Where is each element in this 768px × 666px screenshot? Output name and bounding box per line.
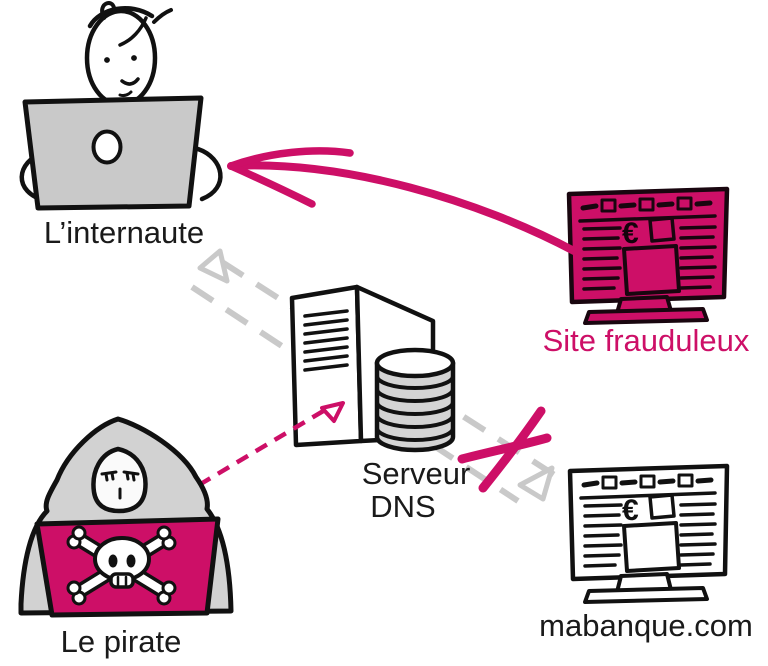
poison-dashed-line [197, 408, 327, 487]
internaute-figure [19, 1, 223, 211]
dns-server-label-line1: Serveur [362, 456, 471, 491]
user-right-eye [131, 55, 137, 61]
arrowhead-to-server-icon [320, 401, 345, 423]
redirect-arrow-body [227, 161, 578, 255]
user-mouth [120, 77, 140, 86]
arrowhead-to-bank-icon [517, 465, 555, 502]
redirect-arrowhead-lower-barb [227, 162, 316, 208]
server-vent-lines [303, 309, 349, 372]
user-right-arm [195, 146, 223, 202]
fraud-stand-base [583, 307, 709, 325]
pirate-figure [18, 416, 234, 618]
blocked-path-x-icon [457, 406, 552, 493]
redirect-arrow [227, 147, 578, 255]
user-hair [87, 1, 173, 47]
database-cylinder-top [374, 347, 456, 379]
user-head [84, 8, 158, 108]
fraud-site-monitor: € [566, 186, 730, 325]
bank-euro-symbol: € [622, 494, 639, 527]
database-disc-lines [375, 374, 455, 442]
pirate-face [91, 446, 148, 514]
skull-crossbones-icon [66, 525, 177, 606]
arrowhead-to-user-icon [197, 248, 230, 284]
user-left-eye [104, 57, 110, 63]
bank-site-label: mabanque.com [539, 608, 753, 643]
internaute-label: L’internaute [44, 215, 204, 250]
pirate-label: Le pirate [61, 624, 182, 659]
user-chin-line [118, 90, 133, 98]
bank-site-monitor: € [567, 463, 730, 604]
fraud-screen-sketch [578, 196, 717, 296]
laptop-logo-icon [91, 129, 123, 165]
fraud-site-label: Site frauduleux [543, 323, 750, 358]
dashed-line-lower [190, 284, 520, 504]
pirate-face-marks [100, 470, 140, 500]
redirect-arrowhead-upper-barb [227, 147, 354, 170]
fraud-euro-symbol: € [622, 217, 639, 250]
dns-server-label-line2: DNS [370, 489, 435, 524]
bank-screen-sketch [579, 473, 717, 573]
bank-stand-base [583, 586, 709, 604]
dns-server-figure [289, 284, 456, 453]
